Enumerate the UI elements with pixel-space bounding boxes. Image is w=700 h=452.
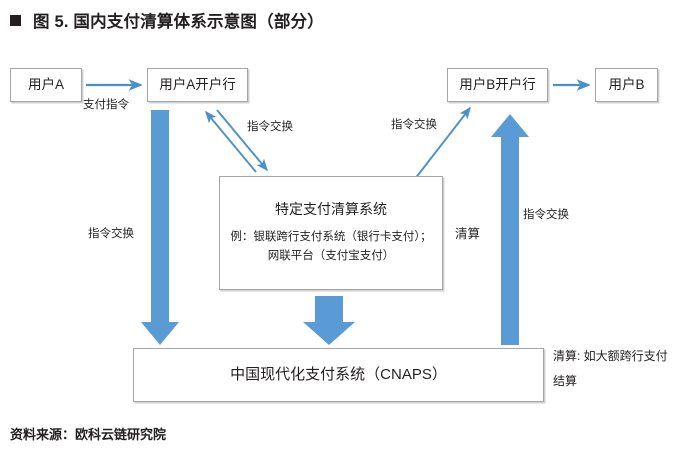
settlement-note-line-1: 清算: 如大额跨行支付 <box>553 349 668 363</box>
edge-label-exchange-vertical-left: 指令交换 <box>88 228 134 240</box>
node-bank-b[interactable]: 用户B开户行 <box>447 68 548 102</box>
edge-label-exchange-vertical-right: 指令交换 <box>523 209 569 221</box>
page-title: 图 5. 国内支付清算体系示意图（部分） <box>33 13 324 31</box>
settlement-note: 清算: 如大额跨行支付 结算 <box>553 344 693 394</box>
node-clearing-system-example-1: 例：银联跨行支付系统（银行卡支付）； <box>230 230 432 243</box>
node-cnaps-label: 中国现代化支付系统（CNAPS） <box>230 366 447 384</box>
edge-label-exchange-left-diagonal: 指令交换 <box>247 121 293 133</box>
node-bank-a-label: 用户A开户行 <box>159 77 236 93</box>
node-cnaps[interactable]: 中国现代化支付系统（CNAPS） <box>133 348 544 402</box>
node-user-b[interactable]: 用户B <box>595 68 658 102</box>
node-user-a-label: 用户A <box>27 77 64 93</box>
node-clearing-system-title: 特定支付清算系统 <box>275 201 387 218</box>
block-arrow-clearing-to-cnaps-down <box>303 296 355 345</box>
figure-title-row: 图 5. 国内支付清算体系示意图（部分） <box>10 8 324 32</box>
node-clearing-system[interactable]: 特定支付清算系统 例：银联跨行支付系统（银行卡支付）； 网联平台（支付宝支付） <box>219 176 443 290</box>
node-bank-b-label: 用户B开户行 <box>459 77 536 93</box>
block-arrow-cnaps-to-bank-b-up <box>491 114 529 345</box>
block-arrow-bank-a-to-cnaps-down <box>141 110 179 345</box>
node-clearing-system-example-2: 网联平台（支付宝支付） <box>267 250 395 263</box>
square-bullet-icon <box>10 14 21 26</box>
node-user-b-label: 用户B <box>608 77 645 93</box>
node-bank-a[interactable]: 用户A开户行 <box>147 68 248 102</box>
edge-label-settlement: 清算 <box>455 227 481 241</box>
edge-label-exchange-right-diagonal: 指令交换 <box>391 119 437 131</box>
source-note: 资料来源：欧科云链研究院 <box>10 427 167 442</box>
node-user-a[interactable]: 用户A <box>10 68 82 102</box>
edge-label-pay-instruction: 支付指令 <box>83 99 129 111</box>
settlement-note-line-2: 结算 <box>553 374 578 389</box>
